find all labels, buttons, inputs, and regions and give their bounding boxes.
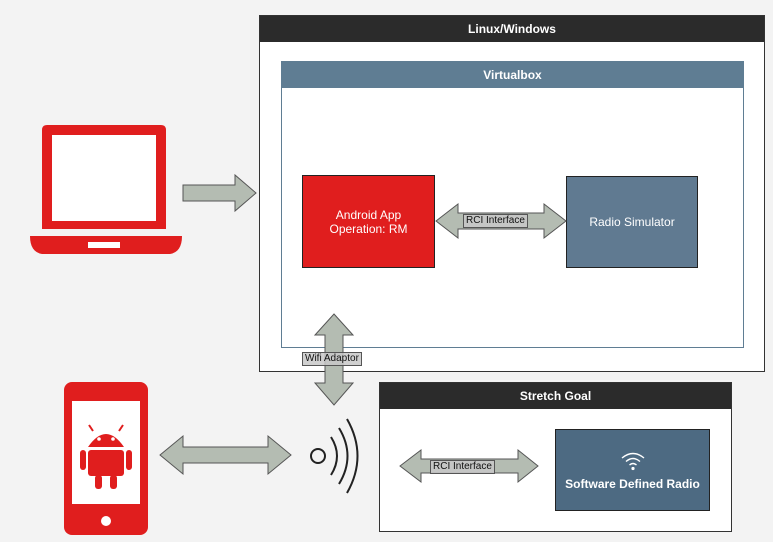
wifi-icon — [621, 452, 644, 471]
wifi-adaptor-label: Wifi Adaptor — [302, 352, 362, 366]
laptop-to-host-arrow — [182, 173, 257, 213]
sdr-label: Software Defined Radio — [565, 477, 700, 491]
stretch-goal-title: Stretch Goal — [380, 383, 731, 409]
phone-wireless-arrow — [159, 434, 292, 476]
rci-top-label: RCI Interface — [463, 214, 528, 228]
radio-simulator-label: Radio Simulator — [589, 215, 675, 229]
wireless-signal-icon — [310, 418, 359, 494]
radio-simulator-node: Radio Simulator — [566, 176, 698, 268]
virtualbox-frame-title: Virtualbox — [282, 62, 743, 88]
smartphone-android-icon — [64, 382, 148, 535]
android-app-line-2: Operation: RM — [329, 221, 408, 236]
sdr-node: Software Defined Radio — [555, 429, 710, 511]
host-frame-title: Linux/Windows — [260, 16, 764, 42]
android-app-node: Android App Operation: RM — [302, 175, 435, 268]
rci-bottom-label: RCI Interface — [430, 460, 495, 474]
android-app-line-1: Android App — [335, 207, 402, 222]
laptop-icon — [30, 125, 182, 254]
